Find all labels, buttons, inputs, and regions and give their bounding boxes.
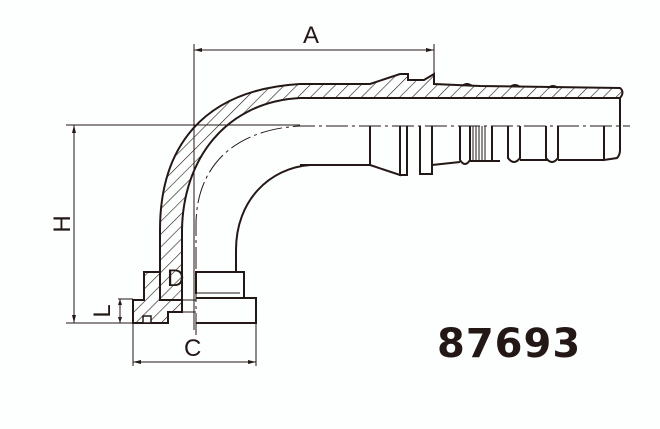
- dimension-C: C: [132, 323, 257, 366]
- dimension-label-H: H: [49, 215, 76, 232]
- inner-bore-curve: [235, 164, 370, 272]
- dimension-L: L: [89, 298, 133, 323]
- dimension-label-C: C: [184, 335, 201, 362]
- part-number: 87693: [437, 321, 581, 367]
- thread-grooves: [472, 126, 486, 161]
- fitting-wall-section: [159, 72, 624, 301]
- dimension-H: H: [49, 124, 300, 324]
- nipple-lower-half: [300, 98, 621, 177]
- dimension-A: A: [193, 22, 435, 330]
- dimension-label-D: D: [167, 265, 184, 292]
- dimension-D: D: [167, 265, 240, 294]
- dimension-label-A: A: [303, 22, 319, 49]
- elbow-centerline: [195, 125, 630, 335]
- hose-barbs-top: [461, 83, 559, 89]
- dimension-label-L: L: [89, 304, 116, 317]
